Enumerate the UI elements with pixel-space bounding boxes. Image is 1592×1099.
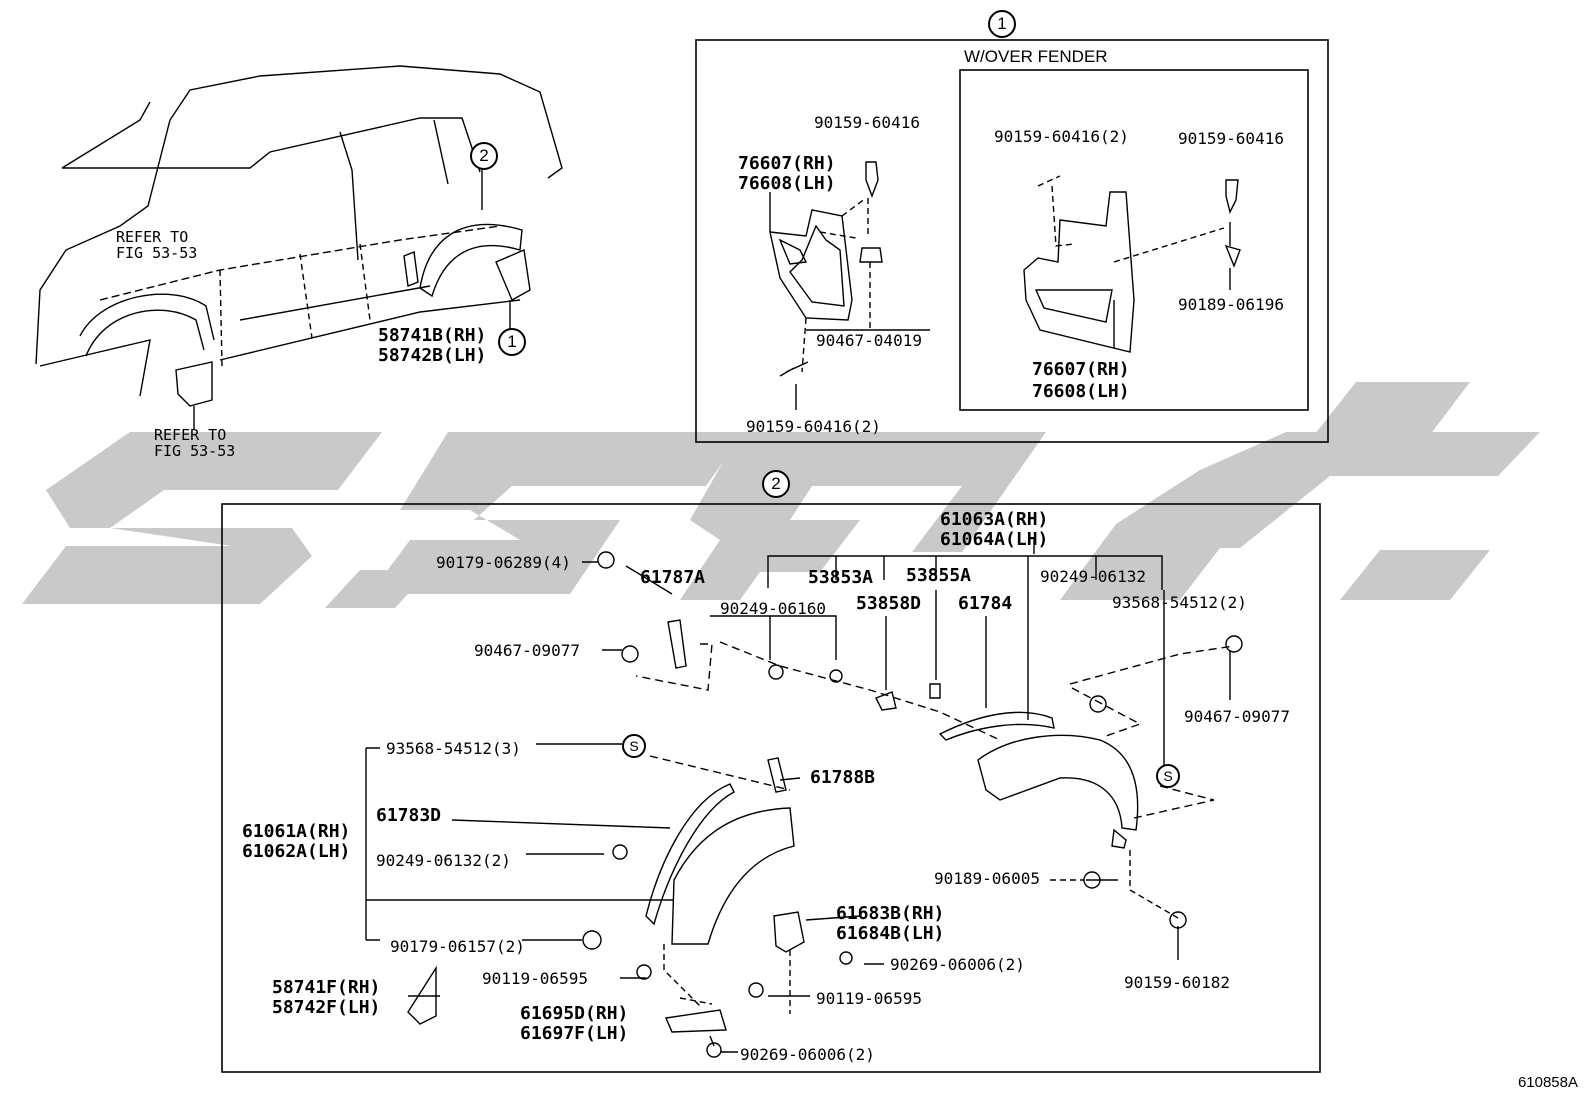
box-1-title: W/OVER FENDER [964,47,1108,66]
vehicle-outline [35,65,563,407]
part-label: 61062A(LH) [242,841,351,862]
part-label: 61684B(LH) [836,923,945,944]
part-label: 61061A(RH) [242,821,351,842]
part-label: 90159-60416 [1178,129,1284,148]
part-label: 61063A(RH) [940,509,1049,530]
box-1-number: 1 [988,10,1016,38]
refer-label-1b: FIG 53-53 [116,244,198,262]
box-1-inner-frame [959,69,1309,411]
part-label: 61783D [376,805,442,826]
part-label: 61697F(LH) [520,1023,629,1044]
refer-label-2b: FIG 53-53 [154,442,236,460]
refer-label-1a: REFER TO [116,228,189,246]
part-label: 90189-06005 [934,869,1040,888]
part-label: 76607(RH) [738,153,836,174]
part-label: 90249-06160 [720,599,826,618]
part-label: 58741B(RH) [378,325,487,346]
refer-label-2a: REFER TO [154,426,227,444]
part-label: 90467-09077 [1184,707,1290,726]
part-label: 76608(LH) [1032,381,1130,402]
part-label: 76607(RH) [1032,359,1130,380]
part-label: 58742F(LH) [272,997,381,1018]
part-label: 90179-06157(2) [390,937,525,956]
part-label: 90249-06132(2) [376,851,511,870]
part-label: 90179-06289(4) [436,553,571,572]
part-label: 58741F(RH) [272,977,381,998]
part-label: 61695D(RH) [520,1003,629,1024]
part-label: 90249-06132 [1040,567,1146,586]
part-label: 53858D [856,593,922,614]
figure-code: 610858A [1517,1074,1578,1091]
part-label: 90159-60416(2) [994,127,1129,146]
part-label: 90119-06595 [482,969,588,988]
part-label: 93568-54512(3) [386,739,521,758]
part-label: 93568-54512(2) [1112,593,1247,612]
part-label: 90119-06595 [816,989,922,1008]
part-label: 61683B(RH) [836,903,945,924]
part-label: 61787A [640,567,706,588]
part-label: 90467-04019 [816,331,922,350]
part-label: 61788B [810,767,876,788]
callout-marker-2: 2 [470,142,498,170]
part-label: 90467-09077 [474,641,580,660]
part-label: 90159-60416 [814,113,920,132]
box-2-number: 2 [762,470,790,498]
part-label: 58742B(LH) [378,345,487,366]
part-label: 90189-06196 [1178,295,1284,314]
callout-marker-1: 1 [498,328,526,356]
box-2-frame [221,503,1321,1073]
part-label: 76608(LH) [738,173,836,194]
clip-symbol: S [622,734,646,758]
part-label: 90269-06006(2) [890,955,1025,974]
part-label: 53855A [906,565,972,586]
part-label: 90269-06006(2) [740,1045,875,1064]
part-label: 61064A(LH) [940,529,1049,550]
part-label: 90159-60416(2) [746,417,881,436]
box-1-frame [695,39,1329,443]
part-label: 90159-60182 [1124,973,1230,992]
part-label: 61784 [958,593,1013,614]
clip-symbol: S [1156,764,1180,788]
part-label: 53853A [808,567,874,588]
